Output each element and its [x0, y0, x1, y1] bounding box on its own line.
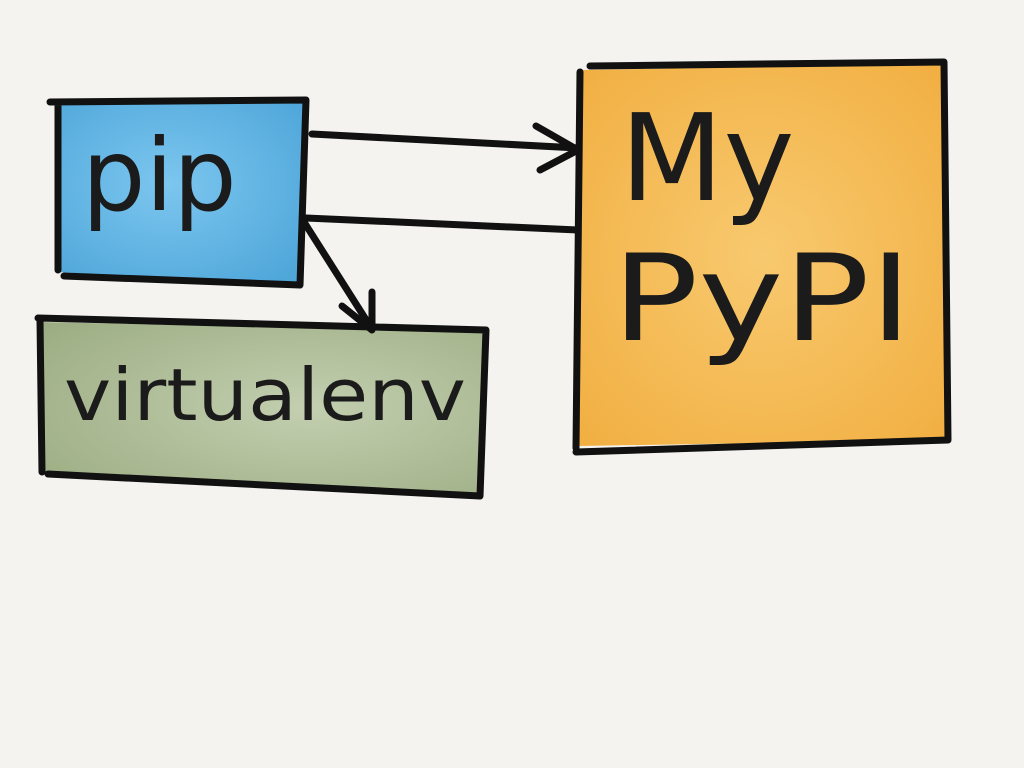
virtualenv-box-fill: [42, 322, 486, 494]
mypypi-label-line2: PyPI: [612, 230, 912, 369]
arrow-line: [308, 130, 582, 152]
edge-pip-to-mypypi-arrow: [308, 122, 582, 174]
arrowhead-icon: [532, 122, 582, 174]
mypypi-label-line1: My: [620, 90, 795, 229]
virtualenv-box-outline: [34, 314, 490, 500]
mypypi-node: My PyPI: [572, 58, 952, 456]
arrow-line: [300, 218, 374, 330]
mypypi-box-fill: [578, 64, 946, 446]
virtualenv-node: virtualenv: [34, 314, 490, 500]
virtualenv-label: virtualenv: [64, 353, 466, 437]
pip-box-outline: [46, 96, 310, 289]
mypypi-box-outline: [572, 58, 952, 456]
arrowhead-icon: [338, 288, 376, 334]
edge-pip-to-virtualenv-arrow: [300, 218, 376, 334]
connector-line: [302, 214, 582, 234]
pip-node: pip: [46, 96, 310, 289]
edge-pip-to-mypypi-line: [302, 214, 582, 234]
pip-label: pip: [82, 117, 237, 234]
pip-box-fill: [56, 102, 306, 285]
